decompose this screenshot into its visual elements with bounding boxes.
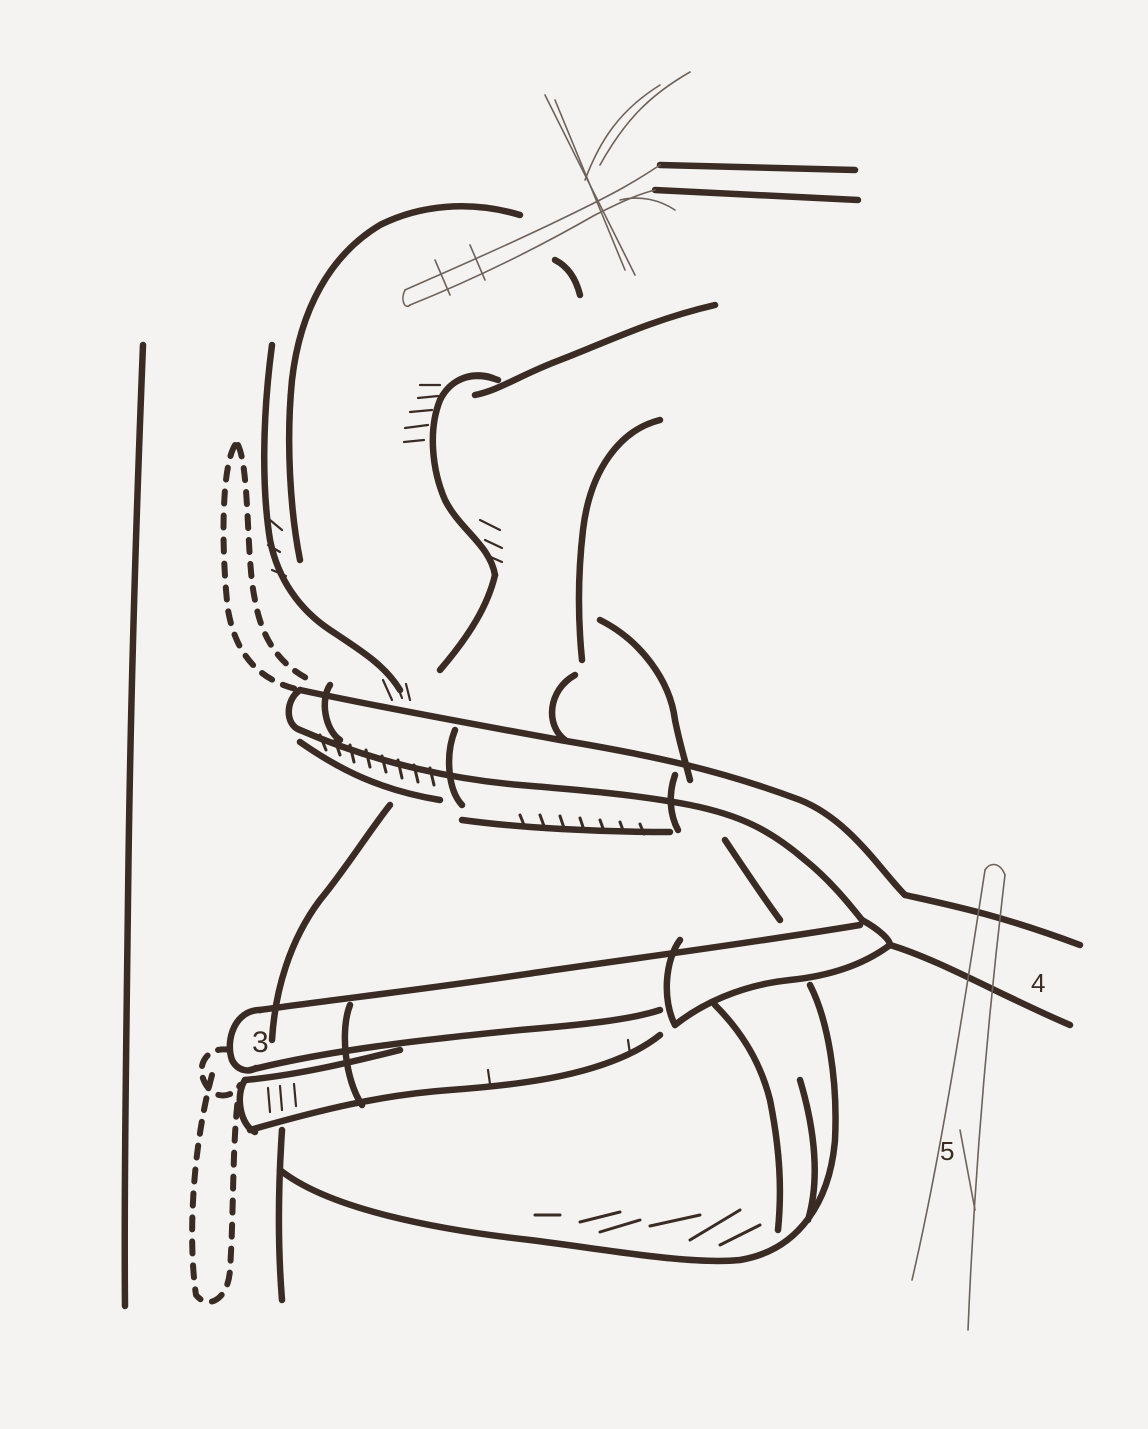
stomach-inner-curve — [433, 376, 498, 575]
lower-organ-shading — [535, 1210, 760, 1245]
label-four: 4 — [1031, 970, 1045, 996]
upper-tube-hatch — [320, 735, 644, 834]
label-three: 3 — [252, 1028, 269, 1058]
stomach-lesser-curve — [475, 305, 715, 395]
pylorus-bulge — [552, 675, 575, 740]
lower-organ-right — [725, 840, 780, 920]
lower-tubes — [230, 925, 890, 1132]
drain-tube-top — [403, 72, 858, 306]
stomach-greater-curve — [289, 206, 520, 560]
lower-organ-inner-right — [715, 1005, 780, 1230]
left-body-line — [279, 1130, 282, 1300]
label-five: 5 — [940, 1138, 954, 1164]
instrument-5 — [912, 865, 1005, 1330]
suture-ticks-upper — [268, 373, 502, 700]
lower-organ-inner-right2 — [800, 1080, 815, 1220]
dashed-bulb — [202, 1049, 240, 1095]
upper-tube — [289, 685, 905, 920]
left-wall-line — [125, 345, 143, 1306]
stomach-inner-tail — [440, 575, 495, 670]
duodenum-curve — [579, 420, 660, 660]
dashed-loop-lower — [192, 1075, 238, 1302]
stomach-outer-contour — [264, 345, 400, 690]
